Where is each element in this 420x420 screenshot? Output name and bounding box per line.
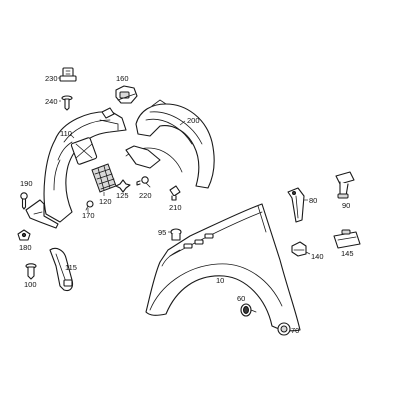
part-95-grommet[interactable] <box>170 228 182 241</box>
part-10-fender[interactable] <box>145 203 301 332</box>
part-145-bracket[interactable] <box>333 229 361 249</box>
part-70-grommet[interactable] <box>277 322 291 336</box>
callout-200: 200 <box>187 116 200 125</box>
part-110-wheel-arch-liner[interactable] <box>43 107 127 223</box>
part-100-push-clip[interactable] <box>25 263 37 280</box>
part-80-bracket[interactable] <box>287 187 305 223</box>
callout-210: 210 <box>169 203 182 212</box>
callout-80: 80 <box>309 196 317 205</box>
part-240-rivet[interactable] <box>61 95 73 111</box>
part-120-mesh-insert[interactable] <box>91 163 117 193</box>
part-115-deflector[interactable] <box>49 247 74 292</box>
part-160-bracket[interactable] <box>115 85 138 104</box>
callout-60: 60 <box>237 294 245 303</box>
callout-120: 120 <box>99 197 112 206</box>
callout-170: 170 <box>82 211 95 220</box>
part-230-clip[interactable] <box>59 67 77 82</box>
part-220-bolt[interactable] <box>136 176 151 188</box>
part-170-bracket[interactable] <box>25 199 94 229</box>
callout-110: 110 <box>60 129 72 138</box>
callout-10: 10 <box>216 276 224 285</box>
part-60-side-marker[interactable] <box>240 303 257 317</box>
callout-140: 140 <box>311 252 324 261</box>
callout-190: 190 <box>20 179 33 188</box>
callout-160: 160 <box>116 74 129 83</box>
callout-100: 100 <box>24 280 37 289</box>
callout-240: 240 <box>45 97 58 106</box>
callout-90: 90 <box>342 201 350 210</box>
part-140-clip[interactable] <box>291 241 307 257</box>
part-180-clip[interactable] <box>17 229 31 241</box>
callout-145: 145 <box>341 249 354 258</box>
callout-70: 70 <box>291 326 299 335</box>
part-200-rear-liner[interactable] <box>125 99 215 189</box>
callout-180: 180 <box>19 243 32 252</box>
callout-220: 220 <box>139 191 152 200</box>
callout-230: 230 <box>45 74 58 83</box>
callout-115: 115 <box>65 263 77 272</box>
part-125-star-clip[interactable] <box>115 179 131 193</box>
part-190-screw[interactable] <box>20 192 28 210</box>
callout-95: 95 <box>158 228 166 237</box>
part-210-clip[interactable] <box>169 185 181 201</box>
callout-125: 125 <box>116 191 129 200</box>
part-90-fastener[interactable] <box>335 171 355 199</box>
